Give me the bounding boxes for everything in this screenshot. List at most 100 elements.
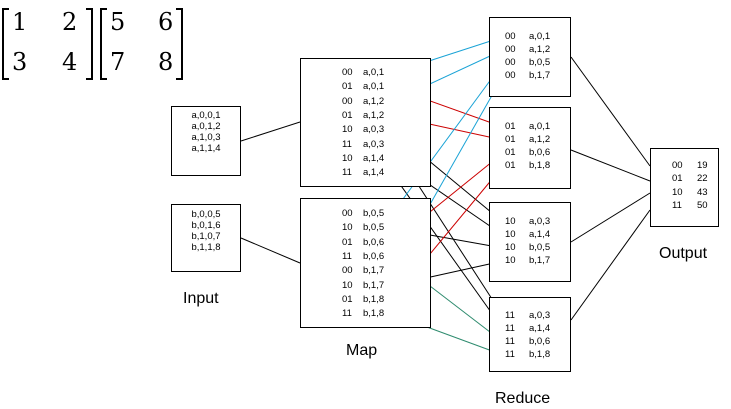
map-pair-value: b,1,7 [363, 265, 385, 277]
reduce-pair-value: a,0,3 [529, 310, 551, 321]
map-pair-value: b,1,7 [363, 279, 385, 291]
map-pair-value: a,0,3 [363, 124, 385, 136]
map-pair-key: 10 [342, 279, 353, 291]
output-row-value: 22 [697, 173, 708, 185]
input-label: Input [183, 290, 219, 307]
matrix-b-left-bracket [100, 8, 107, 80]
matrix-a: 1 2 3 4 [2, 6, 94, 82]
map-pair-key: 10 [342, 124, 353, 136]
reduce-pair-value: a,1,4 [529, 229, 551, 240]
map-box-a [300, 58, 431, 187]
matrix-a-cell: 2 [62, 8, 78, 36]
reduce-pair-key: 01 [505, 121, 516, 132]
output-box [650, 148, 719, 227]
input-record: a,1,0,3 [191, 132, 221, 143]
reduce-box-11 [489, 297, 571, 372]
reduce-box-10 [489, 202, 571, 282]
map-pair-key: 11 [342, 167, 352, 179]
reduce-pair-value: b,1,7 [529, 70, 551, 81]
input-record: b,1,1,8 [191, 242, 221, 253]
reduce-pair-key: 01 [505, 147, 516, 158]
input-record: a,0,1,2 [191, 121, 221, 132]
output-row-key: 01 [672, 173, 683, 185]
map-pair-key: 10 [342, 222, 353, 234]
reduce-pair-key: 10 [505, 229, 516, 240]
reduce-pair-key: 10 [505, 255, 516, 266]
map-pair-value: b,0,5 [363, 222, 385, 234]
reduce-pair-key: 11 [505, 336, 515, 347]
map-pair-key: 01 [342, 236, 353, 248]
reduce-pair-key: 11 [505, 323, 515, 334]
map-pair-key: 00 [342, 265, 353, 277]
reduce-pair-value: a,0,1 [529, 31, 551, 42]
reduce-pair-key: 00 [505, 70, 516, 81]
reduce-box-00 [489, 17, 571, 97]
input-to-map-line [240, 237, 301, 264]
matrix-b-cell: 6 [158, 8, 174, 36]
map-pair-value: a,1,4 [363, 152, 385, 164]
map-pair-key: 01 [342, 109, 353, 121]
matrix-b-cell: 8 [158, 48, 174, 76]
reduce-pair-key: 00 [505, 31, 516, 42]
reduce-label: Reduce [495, 390, 551, 407]
input-box-b: b,0,0,5 b,0,1,6 b,1,0,7 b,1,1,8 [171, 204, 241, 272]
reduce-pair-value: b,0,5 [529, 242, 551, 253]
input-box-a: a,0,0,1 a,0,1,2 a,1,0,3 a,1,1,4 [171, 106, 241, 176]
input-record: b,1,0,7 [191, 231, 221, 242]
output-row-value: 43 [697, 186, 708, 198]
map-pair-value: a,1,4 [363, 167, 385, 179]
map-pair-key: 11 [342, 308, 352, 320]
map-box-b [300, 198, 431, 328]
reduce-pair-key: 10 [505, 242, 516, 253]
reduce-pair-value: b,1,8 [529, 349, 551, 360]
reduce-to-output-line [570, 56, 651, 167]
reduce-to-output-line [570, 149, 651, 182]
reduce-to-output-line [570, 209, 651, 321]
reduce-pair-value: a,0,1 [529, 121, 551, 132]
matrix-a-right-bracket [86, 8, 93, 80]
matrix-a-cell: 3 [12, 48, 28, 76]
map-pair-value: b,1,8 [363, 308, 385, 320]
matrix-b: 5 6 7 8 [100, 6, 184, 82]
output-row-value: 50 [697, 199, 708, 211]
input-record: b,0,0,5 [191, 209, 221, 220]
matrix-b-cell: 5 [110, 8, 126, 36]
map-pair-key: 11 [342, 138, 352, 150]
map-pair-value: a,1,2 [363, 109, 385, 121]
reduce-pair-key: 11 [505, 349, 515, 360]
reduce-pair-value: b,0,5 [529, 57, 551, 68]
reduce-pair-key: 00 [505, 57, 516, 68]
reduce-to-output-line [570, 192, 651, 243]
map-label: Map [346, 342, 378, 359]
map-pair-key: 00 [342, 67, 353, 78]
reduce-pair-value: a,1,4 [529, 323, 551, 334]
input-record: b,0,1,6 [191, 220, 221, 231]
map-pair-value: b,0,6 [363, 250, 385, 262]
matrix-b-cell: 7 [110, 48, 126, 76]
map-pair-value: a,1,2 [363, 95, 385, 107]
matrix-a-left-bracket [2, 8, 9, 80]
map-pair-key: 10 [342, 152, 353, 164]
map-pair-value: a,0,1 [363, 81, 385, 93]
reduce-pair-value: b,1,7 [529, 255, 551, 266]
reduce-pair-key: 01 [505, 134, 516, 145]
map-pair-key: 00 [342, 95, 353, 107]
output-row-value: 19 [697, 160, 708, 171]
reduce-pair-key: 10 [505, 216, 516, 227]
output-label: Output [659, 245, 708, 262]
reduce-pair-key: 00 [505, 44, 516, 55]
map-pair-value: a,0,3 [363, 138, 385, 150]
reduce-pair-value: b,0,6 [529, 336, 551, 347]
output-row-key: 11 [672, 199, 682, 211]
matrix-a-cell: 4 [62, 48, 78, 76]
matrix-a-cell: 1 [12, 8, 28, 36]
input-record: a,1,1,4 [191, 143, 221, 154]
reduce-pair-value: a,1,2 [529, 44, 551, 55]
input-record: a,0,0,1 [191, 110, 221, 121]
map-pair-key: 11 [342, 250, 352, 262]
map-pair-value: b,1,8 [363, 293, 385, 305]
map-pair-value: b,0,6 [363, 236, 385, 248]
reduce-pair-value: a,0,3 [529, 216, 551, 227]
reduce-pair-value: b,0,6 [529, 147, 551, 158]
input-to-map-line [240, 121, 301, 142]
